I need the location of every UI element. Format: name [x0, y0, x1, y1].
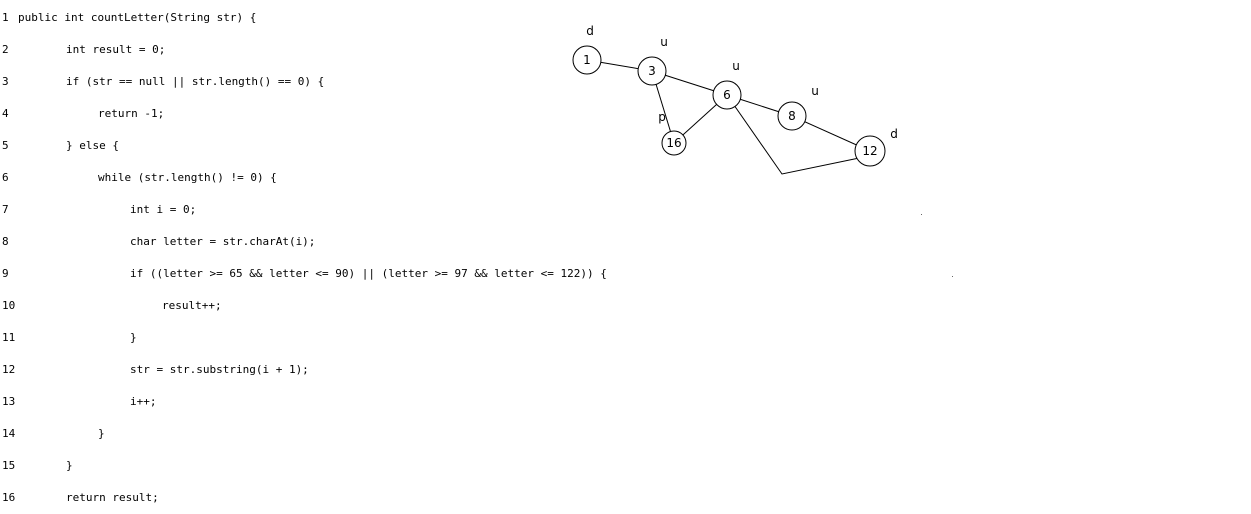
- code-line: 1 public int countLetter(String str) {: [0, 8, 760, 28]
- graph-node: 1: [572, 45, 602, 75]
- node-label: 1: [583, 53, 591, 67]
- line-number: 6: [2, 171, 9, 184]
- node-circle: [661, 130, 687, 156]
- graph-node: 6: [712, 80, 742, 110]
- line-number: 12: [2, 363, 16, 376]
- code-text: char letter = str.charAt(i);: [130, 235, 316, 248]
- line-number: 8: [2, 235, 9, 248]
- code-line: 14}: [0, 424, 760, 444]
- graph-edge: [726, 94, 865, 175]
- line-number: 2: [2, 43, 9, 56]
- node-label: 12: [862, 144, 877, 158]
- stray-dot: [952, 276, 953, 277]
- node-circle: [712, 80, 742, 110]
- code-text: result++;: [162, 299, 222, 312]
- def-use-graph: 1 3 6 8 12 16 d u u u d p: [560, 22, 920, 182]
- code-text: }: [98, 427, 105, 440]
- line-number: 3: [2, 75, 9, 88]
- code-listing: 1 public int countLetter(String str) { 2 in…: [0, 8, 760, 508]
- code-text: if (str == null || str.length() == 0) {: [66, 75, 325, 88]
- code-text: }: [130, 331, 137, 344]
- code-line: 10 result++;: [0, 296, 760, 316]
- node-label: 8: [788, 109, 796, 123]
- code-text: i++;: [130, 395, 157, 408]
- node-annotation: d: [890, 127, 898, 141]
- code-line: 9 if ((letter >= 65 && letter <= 90) || (…: [0, 264, 760, 284]
- code-text: } else {: [66, 139, 119, 152]
- code-line: 7 int i = 0;: [0, 200, 760, 220]
- node-circle: [572, 45, 602, 75]
- code-text: if ((letter >= 65 && letter <= 90) || (l…: [130, 267, 607, 280]
- code-line: 11}: [0, 328, 760, 348]
- line-number: 5: [2, 139, 9, 152]
- line-number: 16: [2, 491, 16, 504]
- code-text: return -1;: [98, 107, 165, 120]
- code-line: 12 str = str.substring(i + 1);: [0, 360, 760, 380]
- stray-dot: [921, 214, 922, 215]
- node-annotation: d: [586, 24, 594, 38]
- line-number: 9: [2, 267, 9, 280]
- code-line: 5 } else {: [0, 136, 760, 156]
- line-number: 1: [2, 11, 9, 24]
- line-number: 11: [2, 331, 16, 344]
- line-number: 4: [2, 107, 9, 120]
- node-label: 16: [666, 136, 681, 150]
- code-text: int i = 0;: [130, 203, 197, 216]
- code-text: int result = 0;: [66, 43, 166, 56]
- code-text: }: [66, 459, 73, 472]
- graph-node: 16: [661, 130, 687, 156]
- node-annotation: u: [811, 84, 819, 98]
- line-number: 14: [2, 427, 16, 440]
- code-line: 13 i++;: [0, 392, 760, 412]
- code-text: while (str.length() != 0) {: [98, 171, 277, 184]
- line-number: 7: [2, 203, 9, 216]
- code-line: 2 int result = 0;: [0, 40, 760, 60]
- node-circle: [777, 101, 807, 131]
- code-line: 4 return -1;: [0, 104, 760, 124]
- line-number: 10: [2, 299, 16, 312]
- node-label: 3: [648, 64, 656, 78]
- code-text: str = str.substring(i + 1);: [130, 363, 309, 376]
- node-label: 6: [723, 88, 731, 102]
- code-text: return result;: [66, 491, 159, 504]
- code-line: 3 if (str == null || str.length() == 0) {: [0, 72, 760, 92]
- graph-node: 3: [637, 56, 667, 86]
- node-annotation: u: [660, 35, 668, 49]
- graph-node: 12: [854, 135, 886, 167]
- code-line: 16 return result;: [0, 488, 760, 508]
- line-number: 15: [2, 459, 16, 472]
- node-annotation: u: [732, 59, 740, 73]
- line-number: 13: [2, 395, 16, 408]
- node-circle: [637, 56, 667, 86]
- code-line: 15}: [0, 456, 760, 476]
- code-text: public int countLetter(String str) {: [18, 11, 257, 24]
- node-circle: [854, 135, 886, 167]
- code-line: 8 char letter = str.charAt(i);: [0, 232, 760, 252]
- graph-canvas: 1 3 6 8 12 16 d u u u d p: [572, 24, 898, 175]
- graph-node: 8: [777, 101, 807, 131]
- node-annotation: p: [658, 110, 666, 124]
- code-line: 6 while (str.length() != 0) {: [0, 168, 760, 188]
